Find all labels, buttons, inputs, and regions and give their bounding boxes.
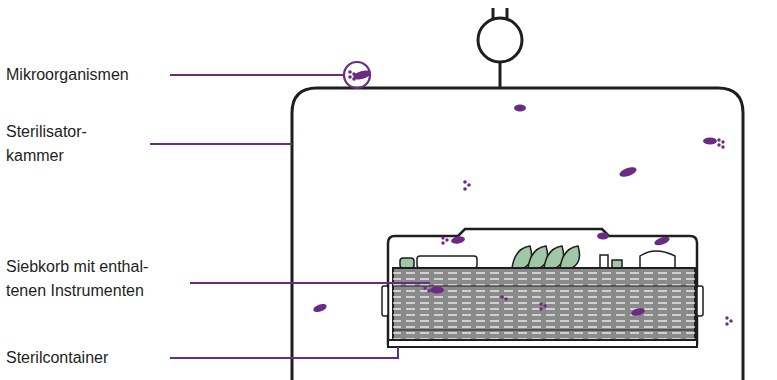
part-label: Mikroorganismen: [6, 63, 170, 87]
part-label: Sterilisator- kammer: [6, 120, 148, 168]
sterilizer-chamber: [292, 88, 743, 380]
chamber-handle: [478, 8, 522, 88]
sterile-container: [382, 229, 703, 347]
leader-lines: [150, 62, 430, 358]
microorganisms: [312, 69, 732, 326]
part-label: Siebkorb mit enthal- tenen Instrumenten: [6, 255, 188, 303]
part-label: Sterilcontainer: [6, 346, 170, 370]
